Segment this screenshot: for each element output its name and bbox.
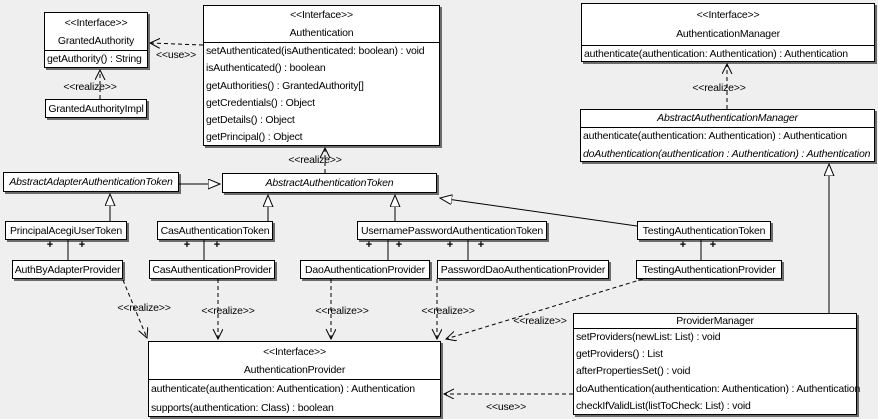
- class-name: AbstractAuthenticationToken: [265, 177, 394, 189]
- edge-label-realize: <<realize>>: [513, 315, 567, 327]
- class-abstract-authentication-manager: AbstractAuthenticationManager authentica…: [580, 109, 875, 162]
- class-cas-authentication-token: CasAuthenticationToken: [157, 221, 273, 240]
- class-testing-authentication-token: TestingAuthenticationToken: [637, 221, 771, 240]
- edge-realize-testingprovider: [446, 278, 644, 339]
- method-label: getProviders() : List: [576, 348, 663, 361]
- class-cas-authentication-provider: CasAuthenticationProvider: [149, 260, 275, 279]
- class-name: AbstractAdapterAuthenticationToken: [9, 176, 173, 188]
- class-testing-authentication-provider: TestingAuthenticationProvider: [636, 260, 782, 279]
- edge-label-realize: <<realize>>: [692, 82, 746, 94]
- association-end-plus: +: [477, 239, 485, 251]
- method-label: setAuthenticated(isAuthenticated: boolea…: [206, 45, 425, 57]
- class-password-dao-authentication-provider: PasswordDaoAuthenticationProvider: [437, 260, 609, 279]
- method-label: getAuthority() : String: [47, 53, 142, 65]
- edge-label-realize: <<realize>>: [201, 305, 255, 317]
- class-name: CasAuthenticationToken: [160, 224, 270, 237]
- edge-label-use: <<use>>: [485, 401, 527, 413]
- stereotype-label: <<Interface>>: [263, 346, 326, 358]
- class-name: AbstractAuthenticationManager: [657, 112, 798, 124]
- method-label: supports(authentication: Class) : boolea…: [151, 401, 334, 414]
- edge-label-realize: <<realize>>: [63, 81, 117, 93]
- class-granted-authority-impl: GrantedAuthorityImpl: [45, 99, 147, 118]
- edge-realize-authbyadapterprovider: [122, 279, 147, 338]
- class-name: GrantedAuthorityImpl: [48, 102, 144, 115]
- class-name: DaoAuthenticationProvider: [305, 263, 425, 276]
- method-label: getDetails() : Object: [206, 114, 295, 127]
- method-label: doAuthentication(authentication : Authen…: [583, 147, 871, 160]
- method-label: setProviders(newList: List) : void: [576, 331, 721, 343]
- class-name: AuthenticationProvider: [243, 364, 346, 376]
- method-label: authenticate(authentication: Authenticat…: [584, 48, 848, 60]
- association-end-plus: +: [46, 239, 54, 251]
- class-abstract-adapter-authentication-token: AbstractAdapterAuthenticationToken: [3, 172, 179, 192]
- method-label: getPrincipal() : Object: [206, 131, 303, 144]
- edge-label-use: <<use>>: [155, 49, 197, 61]
- class-name: AuthenticationManager: [676, 28, 780, 40]
- class-principal-acegi-user-token: PrincipalAcegiUserToken: [5, 221, 127, 240]
- edge-label-realize: <<realize>>: [117, 302, 171, 314]
- association-end-plus: +: [446, 239, 454, 251]
- class-username-password-authentication-token: UsernamePasswordAuthenticationToken: [357, 221, 547, 240]
- class-name: TestingAuthenticationToken: [642, 224, 766, 237]
- edge-label-realize: <<realize>>: [421, 305, 475, 317]
- class-authentication-provider: <<Interface>> AuthenticationProvider aut…: [148, 341, 441, 417]
- stereotype-label: <<Interface>>: [64, 17, 128, 29]
- class-name: PasswordDaoAuthenticationProvider: [440, 263, 606, 276]
- class-name: Authentication: [289, 27, 354, 39]
- method-label: isAuthenticated() : boolean: [206, 62, 326, 75]
- edge-generalization-testingtoken-abstracttoken: [440, 198, 638, 227]
- association-end-plus: +: [679, 239, 687, 251]
- class-name: ProviderManager: [676, 315, 754, 327]
- method-label: checkIfValidList(listToCheck: List) : vo…: [576, 399, 751, 412]
- method-label: getAuthorities() : GrantedAuthority[]: [206, 79, 364, 92]
- class-abstract-authentication-token: AbstractAuthenticationToken: [222, 173, 437, 193]
- association-end-plus: +: [213, 239, 221, 251]
- association-end-plus: +: [709, 239, 717, 251]
- edge-use-authentication-grantedauthority: [150, 43, 204, 45]
- association-end-plus: +: [183, 239, 191, 251]
- stereotype-label: <<Interface>>: [290, 9, 353, 21]
- class-granted-authority: <<Interface>> GrantedAuthority getAuthor…: [44, 12, 148, 68]
- edge-label-realize: <<realize>>: [315, 305, 369, 317]
- association-end-plus: +: [78, 239, 86, 251]
- edge-label-realize: <<realize>>: [288, 154, 342, 166]
- association-end-plus: +: [395, 239, 403, 251]
- class-name: PrincipalAcegiUserToken: [9, 224, 123, 237]
- class-name: UsernamePasswordAuthenticationToken: [360, 224, 544, 237]
- class-provider-manager: ProviderManager setProviders(newList: Li…: [573, 313, 861, 415]
- class-name: TestingAuthenticationProvider: [642, 263, 776, 276]
- class-auth-by-adapter-provider: AuthByAdapterProvider: [12, 260, 123, 279]
- method-label: getCredentials() : Object: [206, 96, 315, 109]
- class-name: CasAuthenticationProvider: [152, 263, 272, 276]
- class-name: AuthByAdapterProvider: [14, 263, 121, 276]
- method-label: afterPropertiesSet() : void: [576, 365, 691, 378]
- class-dao-authentication-provider: DaoAuthenticationProvider: [300, 260, 430, 279]
- stereotype-label: <<Interface>>: [696, 9, 760, 21]
- method-label: authenticate(authentication: Authenticat…: [583, 130, 847, 142]
- method-label: authenticate(authentication: Authenticat…: [151, 383, 415, 395]
- method-label: doAuthentication(authentication: Authent…: [576, 382, 861, 395]
- class-authentication: <<Interface>> Authentication setAuthenti…: [203, 5, 440, 146]
- class-authentication-manager: <<Interface>> AuthenticationManager auth…: [581, 3, 875, 62]
- association-end-plus: +: [365, 239, 373, 251]
- class-name: GrantedAuthority: [57, 35, 135, 47]
